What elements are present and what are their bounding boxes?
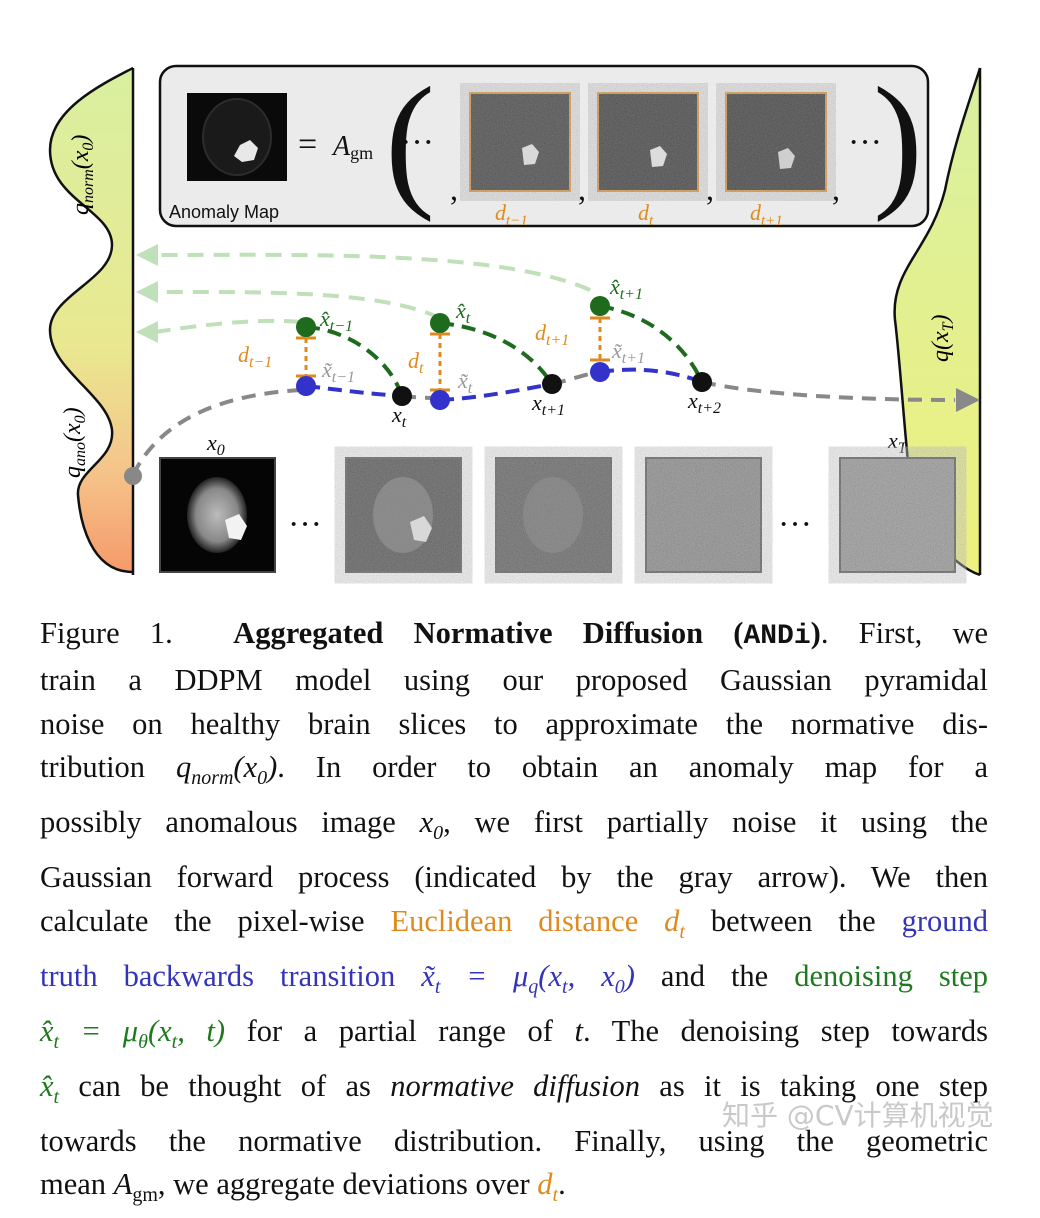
- agm-symbol: Agm: [331, 131, 373, 163]
- return-arrowheads: [136, 244, 158, 343]
- hat-tminus1-node: [296, 317, 316, 337]
- normative-distribution-curve: [48, 66, 135, 575]
- caption-line-6: Gaussian forward process (indicated by t…: [40, 860, 988, 895]
- tilde-tminus1-label: x̃t−1: [321, 357, 355, 386]
- normative-return-arrows: [154, 252, 591, 334]
- anomaly-map-panel: Anomaly Map = Agm ( ··· , dt−1 , dt , dt…: [158, 57, 930, 229]
- ground-truth-transitions: [305, 367, 703, 402]
- caption-line-8: truth backwards transition x̃t = μq(xt, …: [40, 958, 988, 998]
- caption-line-5: possibly anomalous image x0, we first pa…: [40, 805, 988, 845]
- d-t-label: dt: [638, 200, 654, 229]
- forward-arrowhead: [956, 388, 980, 412]
- ellipsis-left: ···: [400, 124, 434, 161]
- denoising-steps: [305, 304, 704, 397]
- xt1-label: xt+1: [531, 390, 565, 419]
- d-mid-label: dt: [408, 348, 424, 377]
- caption-line-7: calculate the pixel-wise Euclidean dista…: [40, 903, 989, 944]
- diagram-figure: qnorm(x0) qano(x0) q(xT) Anomaly Map = A…: [48, 57, 982, 577]
- xt-label: xt: [391, 402, 407, 431]
- d-left-label: dt−1: [238, 342, 272, 371]
- watermark: 知乎 @CV计算机视觉: [722, 1099, 994, 1132]
- comma-4: ,: [832, 171, 840, 207]
- ellipsis-bottom-left: ···: [288, 506, 322, 543]
- distance-brackets: [296, 316, 610, 392]
- xt-node: [392, 386, 412, 406]
- caption-line-11: towards the normative distribution. Fina…: [40, 1123, 988, 1158]
- xt1-node: [542, 374, 562, 394]
- hat-tminus1-label: x̂t−1: [319, 306, 353, 335]
- q-ano-label: qano(x0): [60, 407, 89, 478]
- hat-t-node: [430, 313, 450, 333]
- xt2-node: [692, 372, 712, 392]
- caption-line-4: tribution qnorm(x0). In order to obtain …: [40, 750, 988, 790]
- xt2-label: xt+2: [687, 388, 721, 417]
- xT-label: xT: [887, 428, 908, 457]
- ellipsis-bottom-right: ···: [778, 506, 812, 543]
- noise-sequence: ··· ···: [159, 457, 956, 573]
- right-paren: ): [873, 57, 923, 223]
- forward-process-arrow: [131, 388, 301, 476]
- comma-3: ,: [706, 171, 714, 207]
- hat-tplus1-label: x̂t+1: [609, 274, 643, 303]
- anomaly-map-label: Anomaly Map: [169, 202, 279, 222]
- tilde-tplus1-node: [590, 362, 610, 382]
- d-tminus1-label: dt−1: [495, 200, 528, 229]
- d-right-label: dt+1: [535, 320, 569, 349]
- comma-1: ,: [450, 171, 458, 207]
- caption-line-2: train a DDPM model using our proposed Ga…: [40, 662, 988, 697]
- tilde-t-label: x̃t: [457, 368, 473, 397]
- caption-line-9: x̂t = μθ(xt, t) for a partial range of t…: [40, 1013, 988, 1053]
- left-paren: (: [385, 57, 435, 223]
- caption-line-1: Figure 1. Aggregated Normative Diffusion…: [40, 616, 989, 652]
- figure-caption: Figure 1. Aggregated Normative Diffusion…: [40, 612, 988, 1218]
- d-tplus1-label: dt+1: [750, 200, 783, 229]
- hat-tplus1-node: [590, 296, 610, 316]
- hat-t-label: x̂t: [455, 298, 471, 327]
- x0-label: x0: [206, 430, 225, 459]
- ellipsis-right: ···: [848, 124, 882, 161]
- caption-line-3: noise on healthy brain slices to approxi…: [40, 706, 988, 741]
- q-xT-label: q(xT): [928, 314, 957, 362]
- comma-2: ,: [578, 171, 586, 207]
- caption-line-12: mean Agm, we aggregate deviations over d…: [40, 1167, 566, 1207]
- tilde-tminus1-node: [296, 376, 316, 396]
- caption-line-10: x̂t can be thought of as normative diffu…: [40, 1068, 989, 1108]
- q-norm-label: qnorm(x0): [68, 135, 97, 215]
- tilde-tplus1-label: x̃t+1: [611, 338, 645, 367]
- x0-start-node: [124, 467, 142, 485]
- tilde-t-node: [430, 390, 450, 410]
- equals-sign: =: [298, 126, 317, 163]
